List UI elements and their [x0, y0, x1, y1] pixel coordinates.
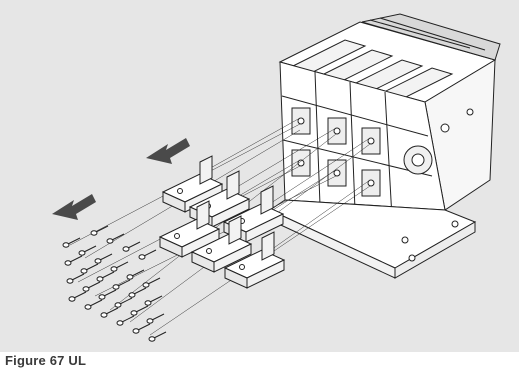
screw [78, 245, 97, 256]
screw [122, 241, 141, 252]
screw [112, 279, 131, 290]
terminal-connector-block [158, 200, 221, 258]
screw [62, 237, 81, 248]
removal-arrow-upper [146, 138, 190, 164]
screw-set [62, 225, 167, 342]
screw [114, 297, 133, 308]
screw [64, 255, 83, 266]
screw [84, 299, 103, 310]
terminal-connector-block [190, 215, 253, 273]
circuit-breaker-body [268, 13, 501, 279]
screw [128, 287, 147, 298]
screw [82, 281, 101, 292]
screw [144, 295, 163, 306]
screw [94, 253, 113, 264]
screw [110, 261, 129, 272]
screw [68, 291, 87, 302]
screw [96, 271, 115, 282]
screw [130, 305, 149, 316]
screw [66, 273, 85, 284]
terminal-connector-block [223, 231, 286, 289]
screw [100, 307, 119, 318]
screw [132, 323, 151, 334]
screw [116, 315, 135, 326]
screw [90, 225, 109, 236]
illustration-panel [0, 0, 519, 352]
figure-caption: Figure 67 UL [5, 353, 87, 368]
screw [148, 331, 167, 342]
screw [80, 263, 99, 274]
screw [146, 313, 165, 324]
screw [126, 269, 145, 280]
screw [142, 277, 161, 288]
screw [98, 289, 117, 300]
screw [138, 249, 157, 260]
screw [106, 233, 125, 244]
terminal-connector-block [161, 155, 224, 213]
removal-arrow-lower [52, 194, 96, 220]
assembly-diagram [0, 0, 519, 352]
